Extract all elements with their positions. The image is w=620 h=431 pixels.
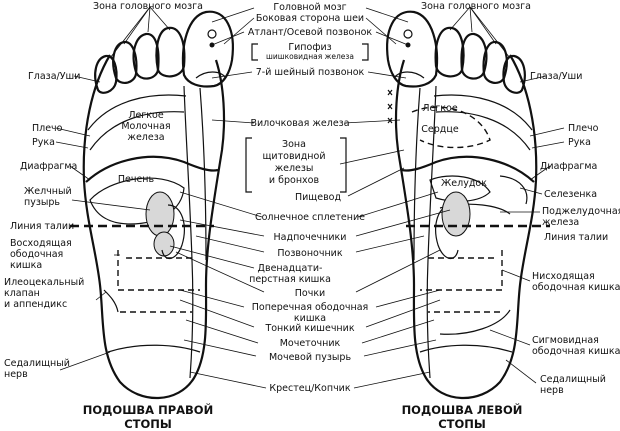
left-toe-2: [434, 26, 465, 78]
label-waist-line-right: Линия талии: [10, 221, 74, 232]
label-thyroid-zone-1: Зона: [282, 139, 306, 150]
label-eyes-ears-right: Глаза/Уши: [28, 71, 80, 82]
label-spine: Позвоночник: [277, 248, 342, 259]
label-sacrum: Крестец/Копчик: [269, 383, 350, 394]
label-waist-line-left: Линия талии: [544, 232, 608, 243]
label-ureter: Мочеточник: [280, 338, 341, 349]
label-atlas: Атлант/Осевой позвонок: [248, 27, 373, 38]
label-small-intestine: Тонкий кишечник: [264, 323, 354, 334]
label-sciatic-left-2: нерв: [540, 385, 564, 396]
label-solar-plexus: Солнечное сплетение: [255, 212, 365, 223]
right-toe-3: [132, 32, 160, 80]
label-sciatic-left-1: Седалищный: [540, 374, 606, 385]
left-toe-4: [482, 40, 508, 84]
label-gallbladder-1: Желчный: [24, 186, 72, 197]
label-arm-right: Рука: [32, 137, 55, 148]
label-transverse-colon-1: Поперечная ободочная: [252, 302, 369, 313]
label-pineal-gland: шишковидная железа: [266, 52, 354, 61]
label-sigmoid-colon-2: ободочная кишка: [532, 346, 620, 357]
label-pancreas-1: Поджелудочная: [542, 206, 620, 217]
label-ileocecal-3: и аппендикс: [4, 299, 67, 310]
label-diaphragm-right: Диафрагма: [20, 161, 77, 172]
left-foot-sole: [386, 10, 550, 400]
label-sigmoid-colon-1: Сигмовидная: [532, 335, 599, 346]
label-sciatic-right-1: Седалищный: [4, 358, 70, 369]
label-ileocecal-1: Илеоцекальный: [4, 277, 84, 288]
right-toe-5: [94, 54, 118, 94]
label-lung-right-3: железа: [127, 132, 164, 143]
label-eyes-ears-left: Глаза/Уши: [530, 71, 582, 82]
label-spleen: Селезенка: [544, 189, 597, 200]
caption-right-foot-1: ПОДОШВА ПРАВОЙ: [83, 402, 213, 417]
right-toe-2: [155, 26, 186, 78]
label-descending-colon-2: ободочная кишка: [532, 282, 620, 293]
labels: Зона головного мозга Зона головного мозг…: [4, 1, 620, 431]
caption-left-foot-1: ПОДОШВА ЛЕВОЙ: [402, 402, 523, 417]
label-heart: Сердце: [421, 124, 459, 135]
label-duodenum-2: перстная кишка: [249, 274, 331, 285]
label-sciatic-right-2: нерв: [4, 369, 28, 380]
label-ascending-colon-2: ободочная: [10, 249, 63, 260]
label-stomach: Желудок: [441, 178, 487, 189]
caption-right-foot-2: СТОПЫ: [124, 417, 172, 431]
label-bladder: Мочевой пузырь: [269, 352, 351, 363]
label-brain-zone-right-foot: Зона головного мозга: [93, 1, 203, 12]
label-diaphragm-left: Диафрагма: [540, 161, 597, 172]
right-big-toe: [181, 10, 234, 88]
right-foot-outline: [82, 54, 226, 400]
label-ascending-colon-1: Восходящая: [10, 238, 72, 249]
leader-lines: [55, 6, 565, 389]
label-lung-left: Легкое: [422, 103, 458, 114]
label-c7-vertebra: 7-й шейный позвонок: [256, 67, 365, 78]
label-liver: Печень: [118, 174, 155, 185]
left-toe-5: [502, 54, 526, 94]
left-big-toe: [386, 10, 439, 88]
label-transverse-colon-2: кишка: [294, 313, 326, 324]
label-pituitary: Гипофиз: [288, 42, 331, 53]
label-thymus: Вилочковая железа: [250, 118, 349, 129]
left-foot-outline: [394, 54, 538, 400]
left-toe-3: [460, 32, 488, 80]
label-adrenals: Надпочечники: [274, 232, 347, 243]
label-thyroid-zone-2: щитовидной: [262, 151, 325, 162]
right-foot-sole: [70, 10, 234, 400]
label-ileocecal-2: клапан: [4, 288, 40, 299]
label-pancreas-2: железа: [542, 217, 579, 228]
caption-left-foot-2: СТОПЫ: [438, 417, 486, 431]
label-kidneys: Почки: [295, 288, 325, 299]
label-neck-side: Боковая сторона шеи: [256, 13, 364, 24]
label-esophagus: Пищевод: [295, 192, 342, 203]
label-thyroid-zone-4: и бронхов: [269, 175, 320, 186]
label-arm-left: Рука: [568, 137, 591, 148]
label-gallbladder-2: пузырь: [24, 197, 60, 208]
label-ascending-colon-3: кишка: [10, 260, 42, 271]
label-thyroid-zone-3: железы: [275, 163, 314, 174]
label-brain-zone-left-foot: Зона головного мозга: [421, 1, 531, 12]
label-shoulder-right: Плечо: [32, 123, 63, 134]
label-duodenum-1: Двенадцати-: [258, 263, 323, 274]
label-brain: Головной мозг: [273, 2, 346, 13]
right-toe-4: [112, 40, 138, 84]
label-descending-colon-1: Нисходящая: [532, 271, 595, 282]
label-shoulder-left: Плечо: [568, 123, 599, 134]
label-lung-right-2: Молочная: [121, 121, 170, 132]
label-lung-right-1: Легкое: [128, 110, 164, 121]
